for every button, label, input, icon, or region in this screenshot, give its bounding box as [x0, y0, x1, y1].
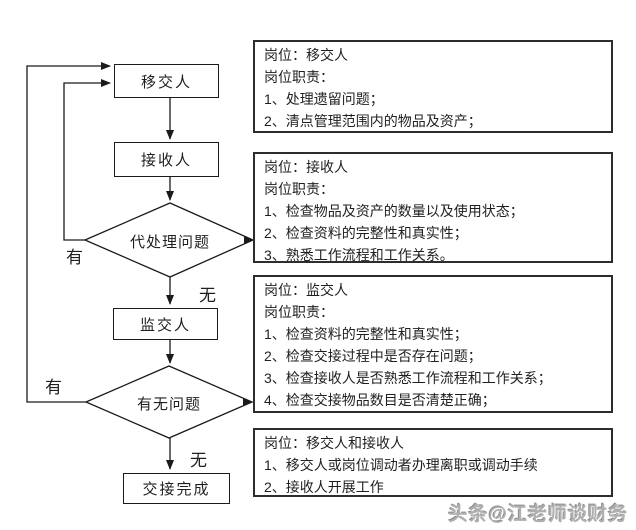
- panel-completion-duties: 岗位：移交人和接收人 1、移交人或岗位调动者办理离职或调动手续 2、接收人开展工…: [253, 428, 613, 497]
- decision1-label: 代处理问题: [129, 234, 210, 251]
- edge-label-decision1-yes: 有: [66, 248, 83, 267]
- panel-line: 岗位职责：: [264, 181, 334, 197]
- panel-line: 3、熟悉工作流程和工作关系。: [264, 247, 454, 263]
- panel-line: 2、清点管理范围内的物品及资产；: [264, 113, 482, 129]
- decision2-label: 有无问题: [136, 396, 201, 413]
- flow-node-supervisor-label: 监交人: [139, 316, 191, 334]
- panel-line: 1、移交人或岗位调动者办理离职或调动手续: [264, 457, 538, 473]
- panel-line: 岗位：监交人: [264, 282, 348, 298]
- panel-line: 2、接收人开展工作: [264, 479, 384, 495]
- panel-line: 1、处理遗留问题；: [264, 91, 384, 107]
- panel-line: 岗位：接收人: [264, 159, 348, 175]
- flow-node-transferor: 移交人: [114, 64, 219, 98]
- panel-line: 岗位职责：: [264, 304, 334, 320]
- panel-line: 4、检查交接物品数目是否清楚正确；: [264, 392, 496, 408]
- flow-node-complete-label: 交接完成: [142, 481, 211, 498]
- watermark-text: 头条@江老师谈财务: [448, 504, 628, 525]
- flow-node-complete: 交接完成: [123, 473, 230, 504]
- panel-transferor-duties: 岗位：移交人 岗位职责： 1、处理遗留问题； 2、清点管理范围内的物品及资产；: [253, 40, 613, 133]
- panel-line: 岗位职责：: [264, 69, 334, 85]
- panel-line: 1、检查物品及资产的数量以及使用状态；: [264, 203, 524, 219]
- edge-label-decision1-no: 无: [199, 286, 216, 305]
- edge-label-decision2-no: 无: [190, 451, 207, 470]
- edge-loop-outer-yes: [26, 62, 111, 403]
- panel-line: 3、检查接收人是否熟悉工作流程和工作关系；: [264, 370, 552, 386]
- flow-node-transferor-label: 移交人: [140, 73, 192, 91]
- edge-loop-inner-yes: [63, 79, 111, 241]
- panel-line: 岗位：移交人: [264, 47, 348, 63]
- flow-node-receiver-label: 接收人: [140, 152, 192, 169]
- panel-line: 2、检查交接过程中是否存在问题；: [264, 348, 482, 364]
- panel-supervisor-duties: 岗位：监交人 岗位职责： 1、检查资料的完整性和真实性； 2、检查交接过程中是否…: [253, 275, 613, 413]
- panel-line: 岗位：移交人和接收人: [264, 435, 404, 451]
- edge-decision1-to-panel2-arrowhead: [244, 236, 253, 244]
- panel-receiver-duties: 岗位：接收人 岗位职责： 1、检查物品及资产的数量以及使用状态； 2、检查资料的…: [253, 152, 613, 263]
- panel-line: 2、检查资料的完整性和真实性；: [264, 225, 468, 241]
- panel-line: 1、检查资料的完整性和真实性；: [264, 326, 468, 342]
- edge-decision2-to-panel3-arrowhead: [243, 398, 252, 406]
- flow-node-receiver: 接收人: [114, 142, 219, 177]
- edge-label-decision2-yes: 有: [45, 378, 62, 397]
- flow-node-supervisor: 监交人: [113, 308, 218, 340]
